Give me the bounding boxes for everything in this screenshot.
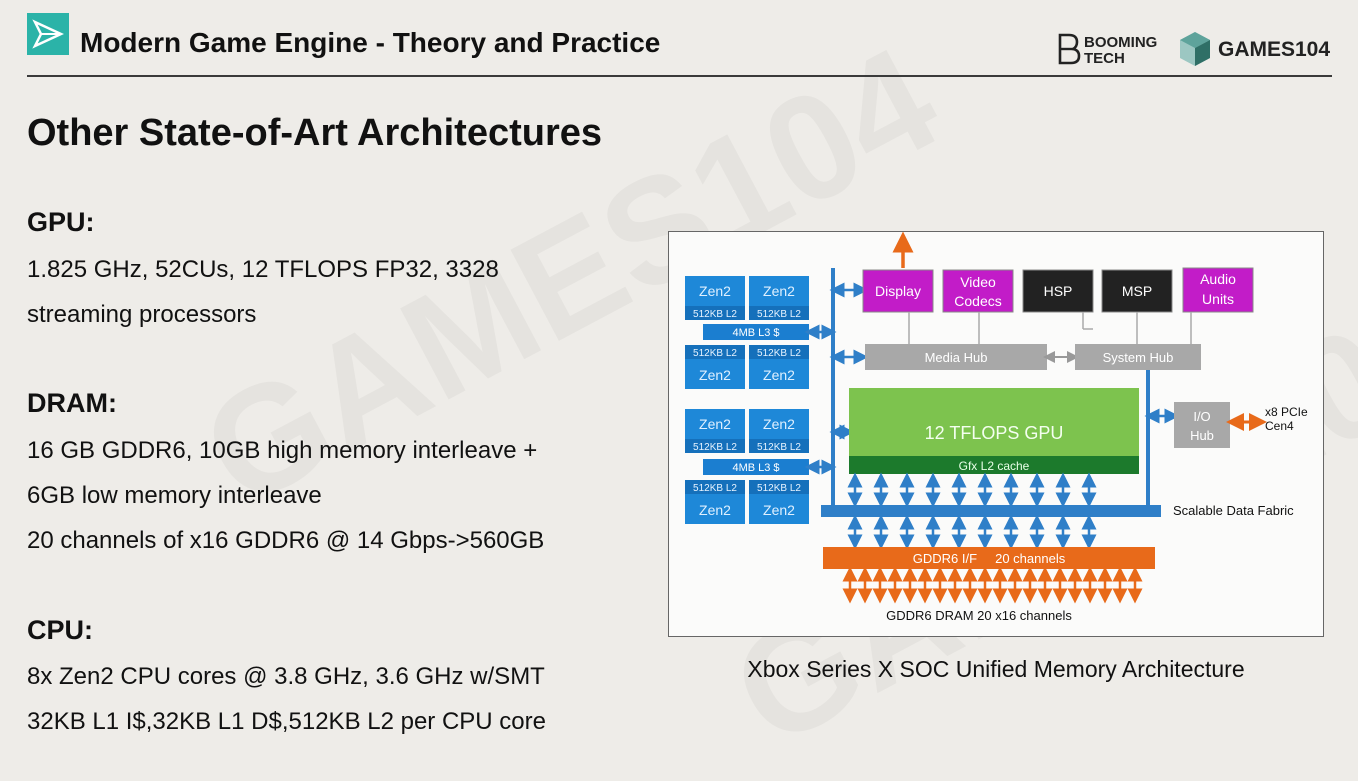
dram-label: GDDR6 DRAM 20 x16 channels	[886, 608, 1072, 623]
slide-title: Other State-of-Art Architectures	[27, 112, 603, 154]
hsp-block: HSP	[1022, 269, 1094, 313]
svg-text:BOOMING: BOOMING	[1084, 34, 1157, 51]
pcie-label: Cen4	[1265, 419, 1294, 433]
zen2-label: Zen2	[763, 416, 795, 432]
hub-connectors	[908, 312, 1192, 344]
svg-text:Codecs: Codecs	[954, 293, 1001, 309]
video-codecs-block: Video Codecs	[942, 269, 1014, 313]
cpu-cluster-1: Zen2 Zen2 512KB L2 512KB L2 4MB L3 $ 512…	[685, 276, 809, 389]
course-logo-icon	[27, 13, 69, 55]
fabric-label: Scalable Data Fabric	[1173, 503, 1294, 518]
svg-text:Gfx L2 cache: Gfx L2 cache	[959, 459, 1030, 473]
audio-units-block: Audio Units	[1182, 267, 1254, 313]
svg-text:TECH: TECH	[1084, 50, 1125, 66]
header-divider	[27, 75, 1332, 77]
soc-diagram-svg: Zen2 Zen2 512KB L2 512KB L2 4MB L3 $ 512…	[685, 232, 1308, 623]
svg-text:Audio: Audio	[1200, 271, 1236, 287]
diagram-caption: Xbox Series X SOC Unified Memory Archite…	[747, 656, 1245, 682]
games104-logo: GAMES104	[1178, 30, 1333, 68]
svg-text:HSP: HSP	[1044, 283, 1073, 299]
zen2-label: Zen2	[699, 367, 731, 383]
l2-label: 512KB L2	[693, 348, 737, 359]
main-bus	[831, 268, 835, 506]
svg-text:System Hub: System Hub	[1103, 350, 1174, 365]
media-hub-block: Media Hub	[865, 344, 1047, 370]
svg-text:Hub: Hub	[1190, 428, 1214, 443]
scalable-data-fabric-bar	[821, 505, 1161, 517]
gpu-block: 12 TFLOPS GPU Gfx L2 cache	[849, 388, 1139, 474]
course-title: Modern Game Engine - Theory and Practice	[80, 27, 661, 58]
zen2-label: Zen2	[763, 502, 795, 518]
svg-text:GAMES104: GAMES104	[1218, 38, 1330, 61]
svg-text:Units: Units	[1202, 291, 1234, 307]
zen2-label: Zen2	[763, 367, 795, 383]
cpu-heading: CPU:	[27, 615, 93, 645]
booming-tech-logo: BOOMING TECH	[1057, 32, 1169, 67]
dram-line-1: 16 GB GDDR6, 10GB high memory interleave…	[27, 437, 538, 464]
l2-label: 512KB L2	[693, 309, 737, 320]
gpu-fabric-arrows	[847, 472, 1097, 508]
msp-block: MSP	[1101, 269, 1173, 313]
zen2-label: Zen2	[699, 416, 731, 432]
svg-text:I/O: I/O	[1193, 409, 1210, 424]
dram-line-3: 20 channels of x16 GDDR6 @ 14 Gbps->560G…	[27, 527, 545, 554]
right-bus	[1146, 362, 1150, 508]
zen2-label: Zen2	[699, 502, 731, 518]
cpu-line-1: 8x Zen2 CPU cores @ 3.8 GHz, 3.6 GHz w/S…	[27, 663, 545, 690]
l3-label: 4MB L3 $	[732, 462, 779, 474]
svg-text:Video: Video	[960, 274, 996, 290]
system-hub-block: System Hub	[1075, 344, 1201, 370]
svg-text:Display: Display	[875, 283, 921, 299]
l2-label: 512KB L2	[757, 483, 801, 494]
l2-label: 512KB L2	[757, 442, 801, 453]
svg-text:12 TFLOPS GPU: 12 TFLOPS GPU	[925, 423, 1064, 443]
dram-arrows	[842, 566, 1143, 604]
l2-label: 512KB L2	[757, 309, 801, 320]
soc-diagram: Zen2 Zen2 512KB L2 512KB L2 4MB L3 $ 512…	[668, 231, 1324, 637]
cpu-cluster-2: Zen2 Zen2 512KB L2 512KB L2 4MB L3 $ 512…	[685, 409, 809, 524]
gpu-line-2: streaming processors	[27, 301, 257, 328]
svg-text:GDDR6 I/F 20 channels: GDDR6 I/F 20 channels	[913, 551, 1066, 566]
zen2-label: Zen2	[699, 283, 731, 299]
gpu-heading: GPU:	[27, 207, 95, 237]
svg-text:MSP: MSP	[1122, 283, 1152, 299]
gddr-interface-block: GDDR6 I/F 20 channels	[823, 547, 1155, 569]
display-block: Display	[862, 269, 934, 313]
zen2-label: Zen2	[763, 283, 795, 299]
l3-label: 4MB L3 $	[732, 327, 779, 339]
pcie-label: x8 PCIe	[1265, 405, 1308, 419]
svg-text:Media Hub: Media Hub	[925, 350, 988, 365]
cpu-line-2: 32KB L1 I$,32KB L1 D$,512KB L2 per CPU c…	[27, 708, 546, 735]
dram-heading: DRAM:	[27, 388, 117, 418]
dram-line-2: 6GB low memory interleave	[27, 482, 322, 509]
io-hub-block: I/O Hub	[1174, 402, 1230, 448]
l2-label: 512KB L2	[693, 483, 737, 494]
fabric-gddr-arrows	[847, 514, 1097, 550]
gpu-line-1: 1.825 GHz, 52CUs, 12 TFLOPS FP32, 3328	[27, 256, 499, 283]
l2-label: 512KB L2	[757, 348, 801, 359]
l2-label: 512KB L2	[693, 442, 737, 453]
